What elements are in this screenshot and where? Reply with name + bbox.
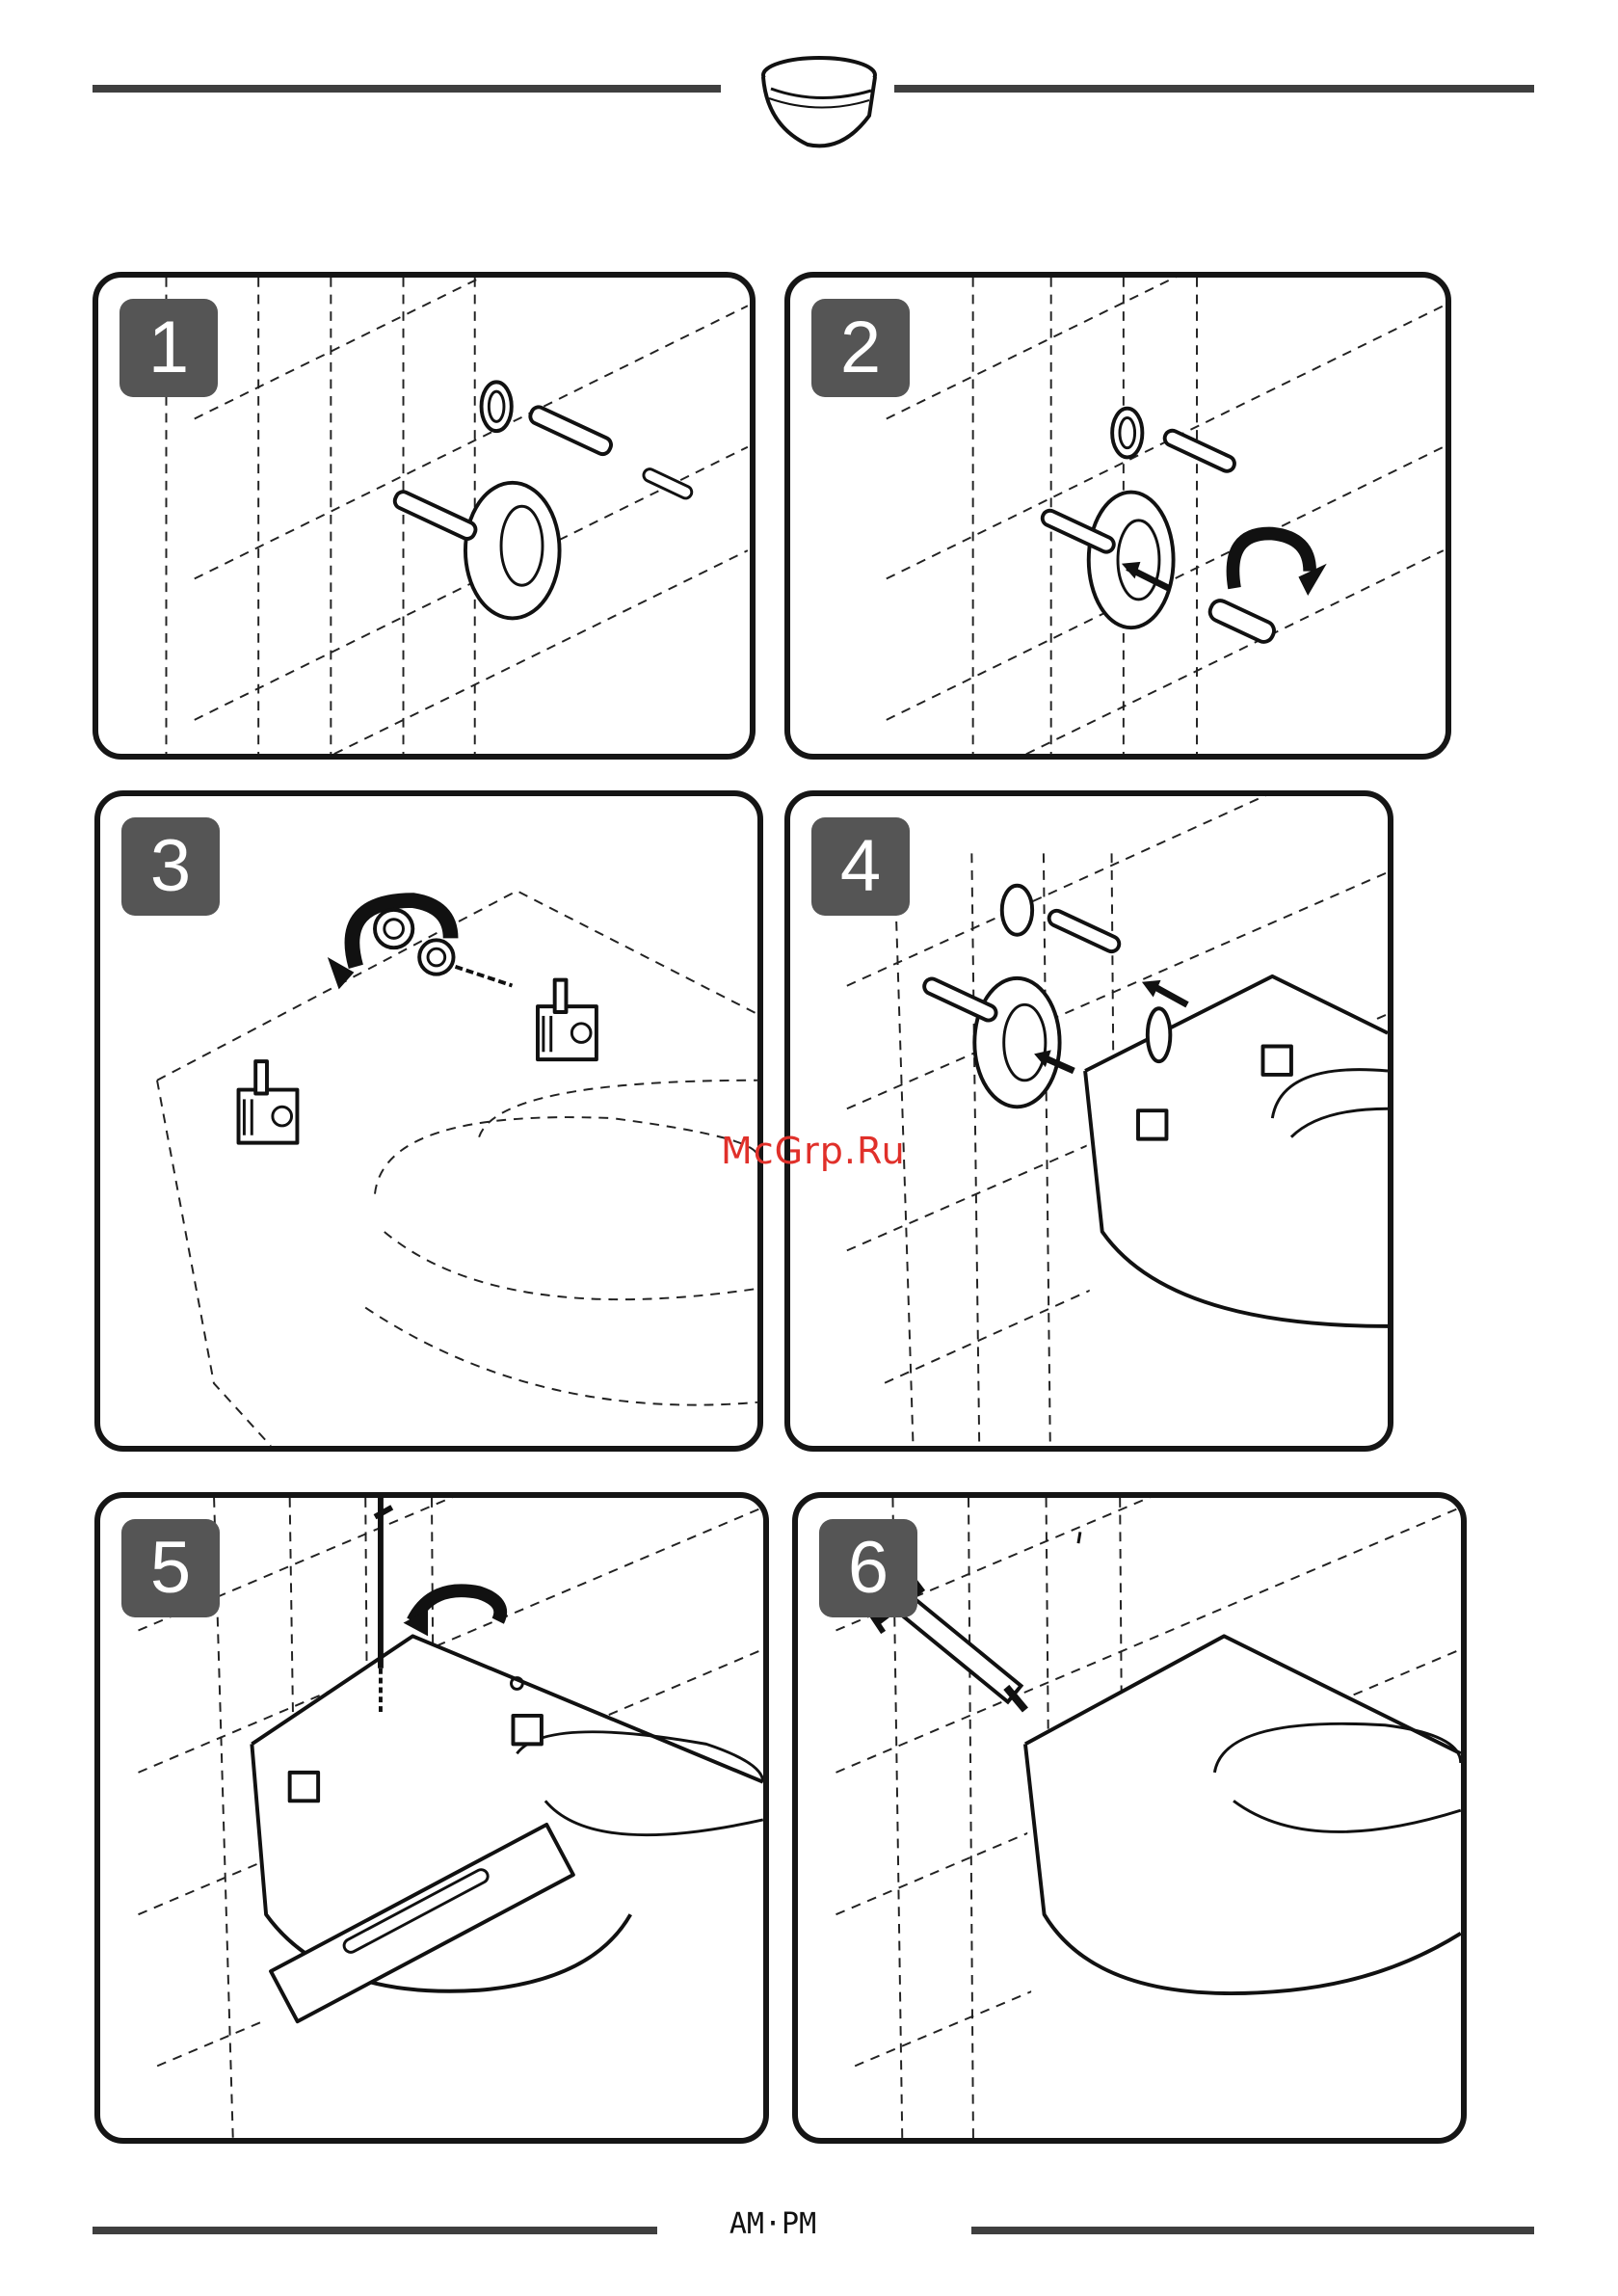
step-1-panel: 1	[93, 272, 756, 760]
watermark-text: McGrp.Ru	[721, 1130, 906, 1172]
step-3-panel: 3	[94, 790, 763, 1452]
footer-rule-left	[93, 2227, 657, 2234]
step-number-badge: 2	[811, 299, 910, 397]
step-number-badge: 5	[121, 1519, 220, 1617]
toilet-logo-icon	[750, 48, 889, 154]
step-number-badge: 1	[119, 299, 218, 397]
step-4-panel: 4	[784, 790, 1393, 1452]
footer-rule-right	[971, 2227, 1534, 2234]
step-5-panel: 5	[94, 1492, 769, 2144]
step-6-panel: 6	[792, 1492, 1467, 2144]
step-2-panel: 2	[784, 272, 1451, 760]
step-number-badge: 3	[121, 817, 220, 916]
header-rule-left	[93, 85, 721, 93]
header-rule-right	[894, 85, 1534, 93]
step-number-badge: 6	[819, 1519, 917, 1617]
brand-logo: AM·PM	[715, 2207, 831, 2241]
step-number-badge: 4	[811, 817, 910, 916]
